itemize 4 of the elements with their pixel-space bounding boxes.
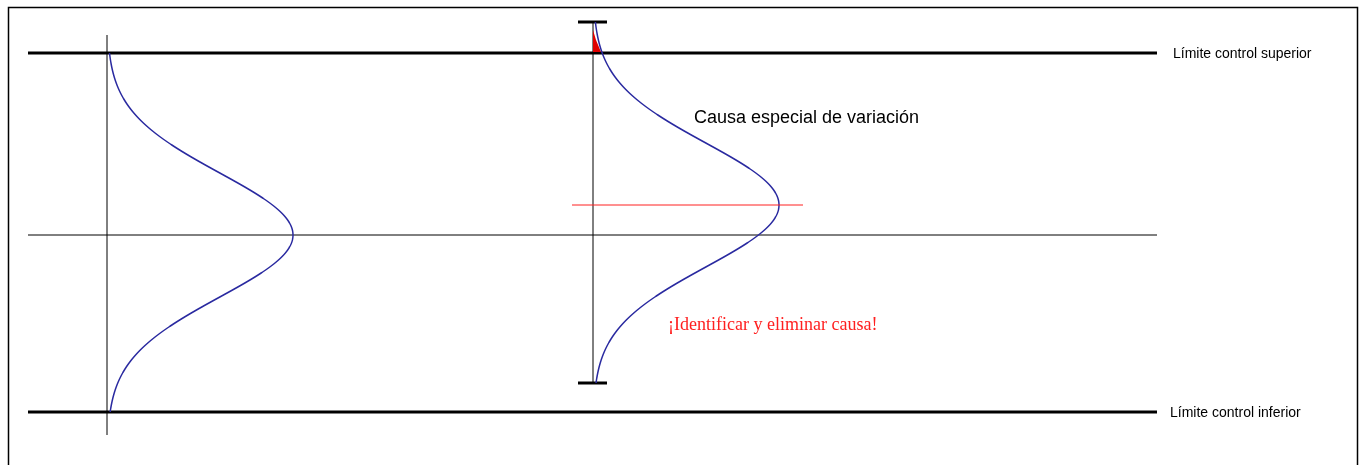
annotation-label: Causa especial de variación bbox=[694, 108, 920, 126]
upper-limit-label: Límite control superior bbox=[1173, 46, 1312, 60]
lower-limit-label: Límite control inferior bbox=[1170, 405, 1301, 419]
warning-label: ¡Identificar y eliminar causa! bbox=[668, 315, 878, 333]
